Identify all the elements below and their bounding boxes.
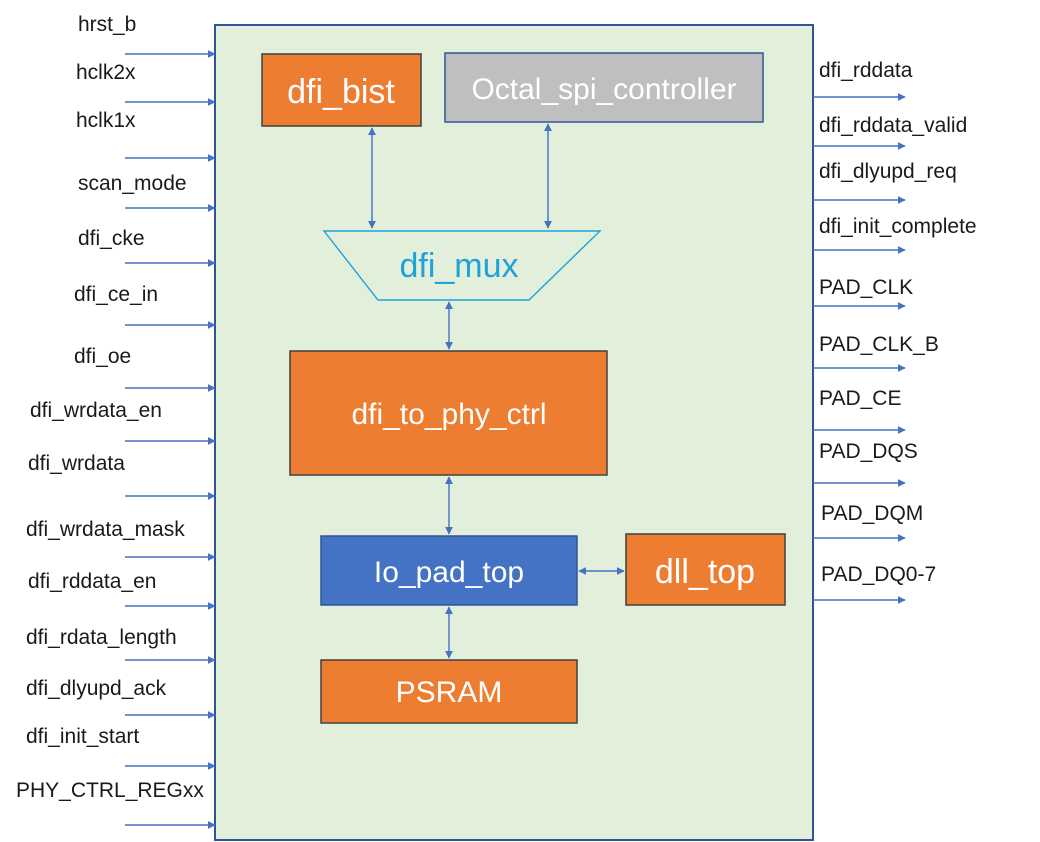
dll-top-block: dll_top (625, 533, 786, 606)
dfi-to-phy-ctrl-block: dfi_to_phy_ctrl (289, 350, 608, 476)
input-label: scan_mode (78, 172, 187, 195)
output-signals: dfi_rddata dfi_rddata_valid dfi_dlyupd_r… (813, 59, 977, 604)
input-label: dfi_wrdata_mask (26, 518, 185, 541)
dfi-to-phy-ctrl-label: dfi_to_phy_ctrl (351, 398, 546, 431)
io-pad-top-block: Io_pad_top (320, 535, 578, 606)
input-label: dfi_ce_in (74, 283, 158, 306)
dfi-mux-block: dfi_mux (322, 230, 602, 301)
input-label: hclk2x (76, 61, 136, 84)
input-label: dfi_wrdata_en (30, 399, 162, 422)
input-label: dfi_init_start (26, 725, 139, 748)
input-label: hrst_b (78, 13, 136, 36)
input-label: dfi_wrdata (28, 452, 125, 475)
octal-spi-controller-label: Octal_spi_controller (471, 73, 736, 106)
input-label: hclk1x (76, 109, 136, 132)
dfi-bist-label: dfi_bist (287, 73, 395, 111)
output-label: PAD_DQS (819, 440, 918, 463)
input-label: dfi_cke (78, 227, 145, 250)
output-label: dfi_dlyupd_req (819, 160, 957, 183)
psram-block: PSRAM (320, 659, 578, 724)
input-label: dfi_oe (74, 345, 131, 368)
psram-label: PSRAM (396, 676, 503, 709)
output-label: dfi_rddata_valid (819, 114, 967, 137)
octal-spi-controller-block: Octal_spi_controller (444, 52, 764, 123)
input-label: PHY_CTRL_REGxx (16, 779, 204, 802)
io-pad-top-label: Io_pad_top (374, 556, 524, 589)
dfi-bist-block: dfi_bist (261, 53, 422, 127)
output-label: PAD_CLK (819, 276, 913, 299)
output-label: dfi_rddata (819, 59, 913, 82)
output-label: PAD_CE (819, 387, 901, 410)
input-label: dfi_rdata_length (26, 626, 177, 649)
output-label: PAD_DQM (821, 502, 923, 525)
input-label: dfi_rddata_en (28, 570, 156, 593)
output-label: PAD_CLK_B (819, 333, 939, 356)
internal-connections (368, 123, 625, 659)
dfi-mux-label: dfi_mux (399, 247, 518, 285)
output-label: dfi_init_complete (819, 215, 977, 238)
input-signals: hrst_b hclk2x hclk1x scan_mode dfi_cke d… (16, 13, 216, 829)
input-label: dfi_dlyupd_ack (26, 677, 167, 700)
dll-top-label: dll_top (655, 553, 755, 591)
output-label: PAD_DQ0-7 (821, 563, 936, 586)
